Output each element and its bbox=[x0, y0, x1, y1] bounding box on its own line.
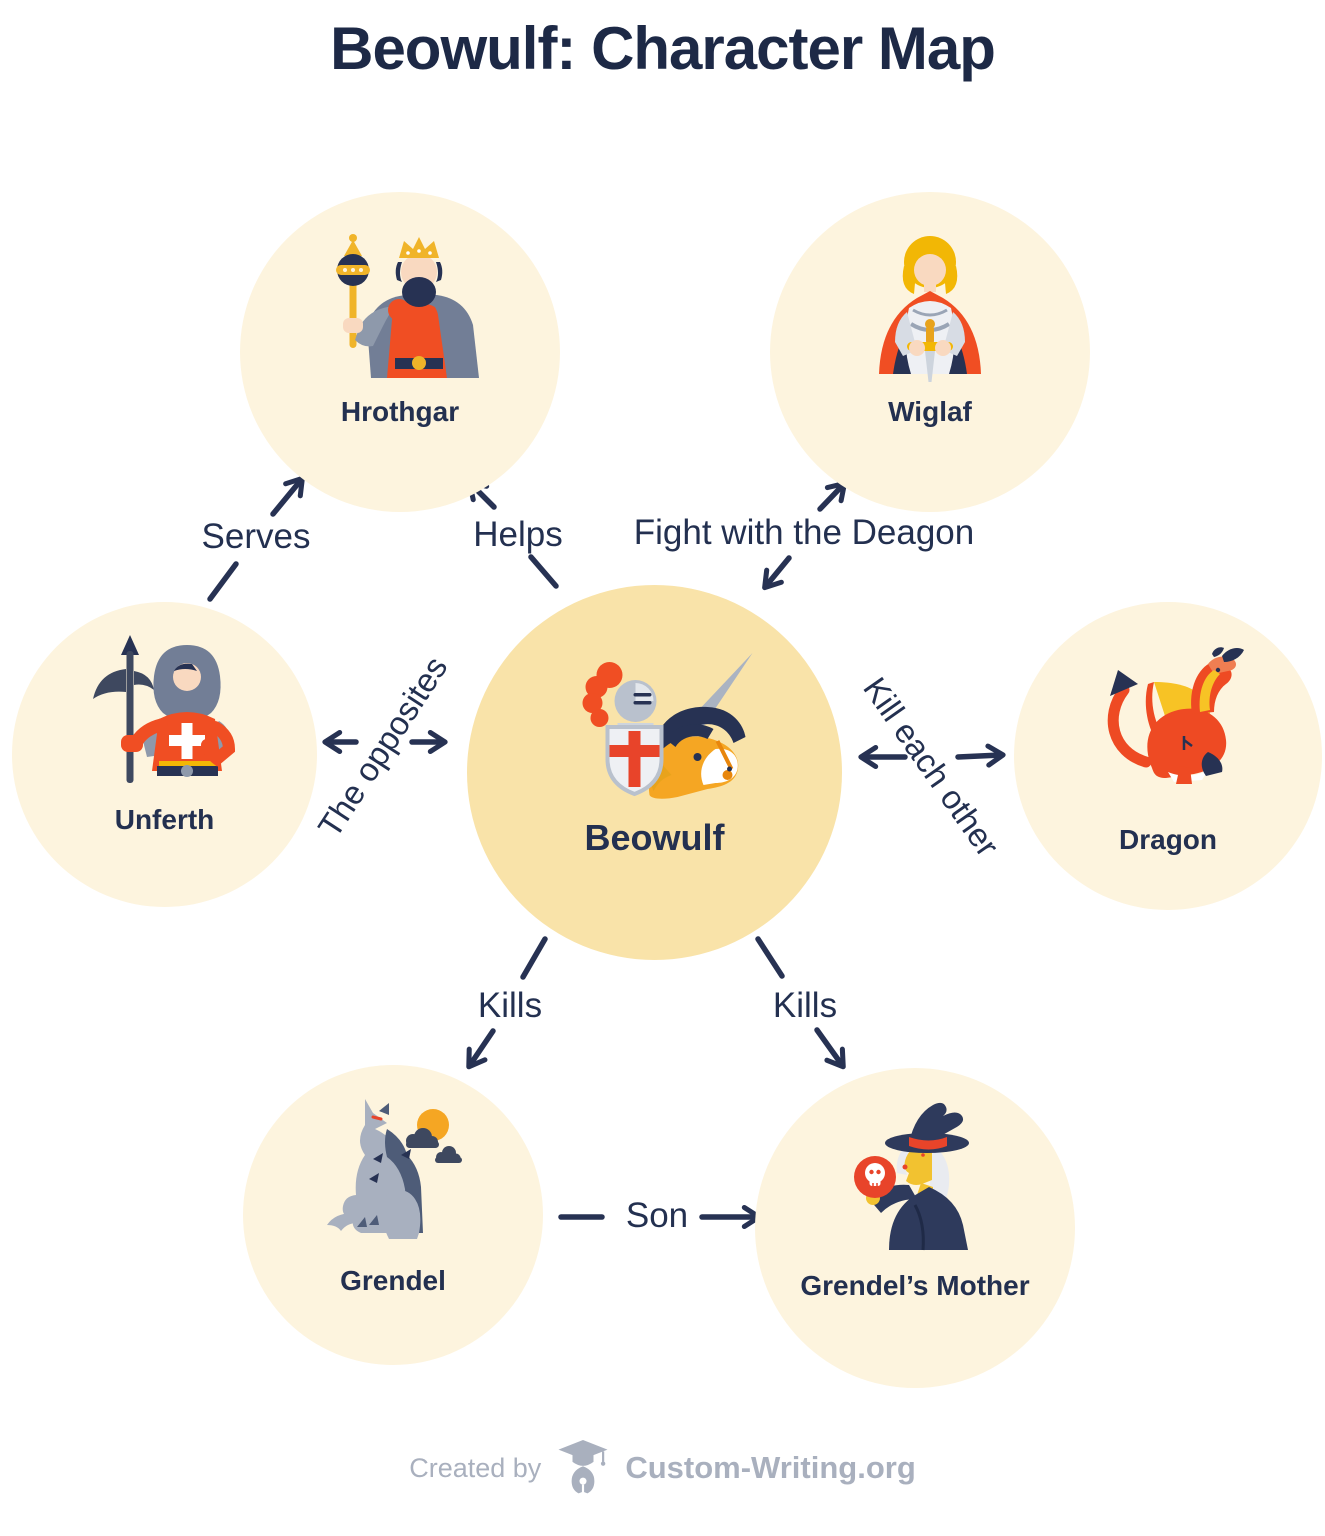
relation-label-kills-grendel: Kills bbox=[477, 986, 543, 1025]
node-hrothgar: Hrothgar bbox=[240, 192, 560, 512]
node-label-unferth: Unferth bbox=[114, 804, 215, 835]
relation-label-son: Son bbox=[625, 1196, 689, 1235]
node-label-hrothgar: Hrothgar bbox=[340, 396, 460, 427]
node-wiglaf: Wiglaf bbox=[770, 192, 1090, 512]
node-beowulf: Beowulf bbox=[467, 585, 842, 960]
graduation-cap-pen-icon bbox=[555, 1438, 611, 1498]
node-label-grendels-mother: Grendel’s Mother bbox=[800, 1270, 1030, 1301]
brand-text: Custom-Writing.org bbox=[625, 1450, 916, 1485]
relation-label-kills-grendels-mother: Kills bbox=[772, 986, 838, 1025]
knight-on-horse-icon bbox=[547, 645, 762, 820]
node-label-beowulf: Beowulf bbox=[584, 817, 725, 858]
relation-label-kill-each-other: Kill each other bbox=[856, 670, 1007, 863]
created-by-text: Created by bbox=[409, 1452, 542, 1483]
dragon-icon bbox=[1088, 644, 1248, 794]
wolf-monster-icon bbox=[313, 1095, 473, 1245]
relation-label-helps: Helps bbox=[473, 515, 563, 554]
node-label-wiglaf: Wiglaf bbox=[888, 396, 972, 427]
witch-icon bbox=[835, 1095, 995, 1255]
node-dragon: Dragon bbox=[1014, 602, 1322, 910]
caped-knight-icon bbox=[845, 232, 1015, 382]
node-label-grendel: Grendel bbox=[340, 1265, 446, 1296]
king-icon bbox=[315, 230, 485, 380]
relation-label-serves: Serves bbox=[201, 517, 311, 556]
footer: Created by Custom-Writing.org bbox=[0, 1438, 1325, 1498]
node-grendel: Grendel bbox=[243, 1065, 543, 1365]
relation-label-fight-with-the-deagon: Fight with the Deagon bbox=[633, 513, 975, 552]
node-label-dragon: Dragon bbox=[1119, 824, 1217, 855]
page-title: Beowulf: Character Map bbox=[330, 15, 996, 82]
node-unferth: Unferth bbox=[12, 602, 317, 907]
relation-label-the-opposites: The opposites bbox=[310, 649, 455, 844]
node-grendels-mother: Grendel’s Mother bbox=[755, 1068, 1075, 1388]
axe-warrior-icon bbox=[85, 635, 245, 785]
